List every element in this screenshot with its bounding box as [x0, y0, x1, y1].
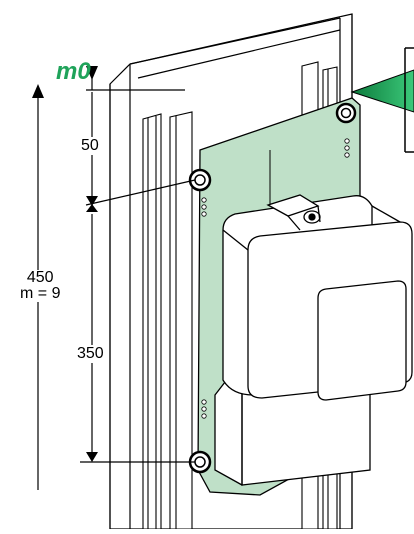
total-height-label: 450 m = 9	[20, 269, 61, 302]
din-rail-left	[142, 111, 193, 530]
transformer	[214, 194, 413, 486]
lower-spacing-label: 350	[76, 345, 105, 363]
upper-spacing-label: 50	[80, 137, 100, 155]
level-marker-label: m0	[56, 58, 91, 85]
screw-top-right	[335, 102, 357, 124]
pointer-arrow	[350, 47, 414, 153]
screw-bottom-left	[188, 450, 212, 474]
total-height-value: 450	[26, 269, 54, 286]
screw-top-left	[188, 168, 212, 192]
module-count-value: m = 9	[20, 285, 61, 302]
dimension-arrows	[32, 66, 98, 462]
